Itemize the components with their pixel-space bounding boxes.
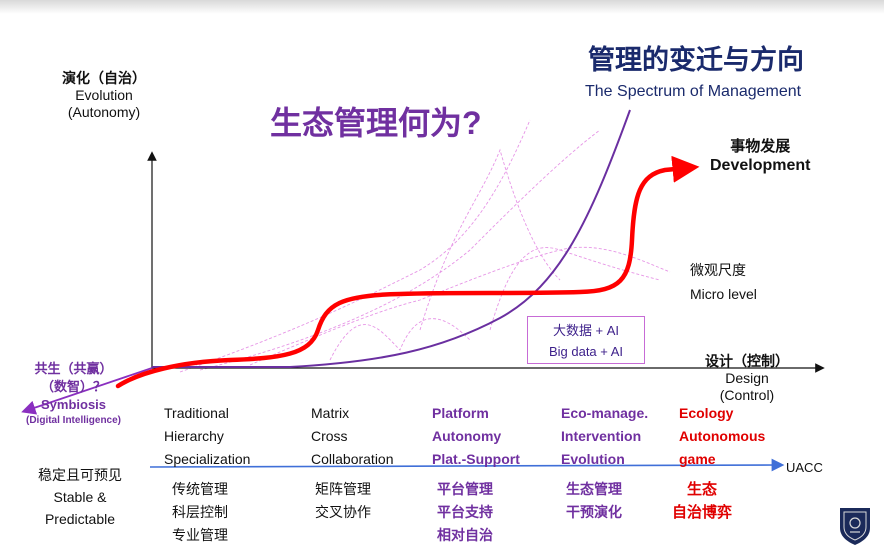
symbiosis-line1: 共生（共赢） <box>34 361 113 376</box>
stage-text: game <box>679 451 716 467</box>
stage-text: Matrix <box>311 405 350 421</box>
micro-level-label: 微观尺度 Micro level <box>690 258 757 306</box>
stage-text: Cross <box>311 428 348 444</box>
title-chinese: 管理的变迁与方向 <box>588 45 804 75</box>
y-axis-label-en2: (Autonomy) <box>67 103 141 120</box>
evolution-curve <box>152 109 631 368</box>
stage-text: Autonomous <box>679 428 766 444</box>
symbiosis-label: 共生（共赢） （数智）？ Symbiosis (Digital Intellig… <box>26 360 121 428</box>
development-curve <box>115 155 700 389</box>
stage-text: Collaboration <box>311 451 394 467</box>
micro-curve-2 <box>199 129 601 371</box>
stage-text: 专业管理 <box>172 527 228 543</box>
stage-text: 自治博弈 <box>672 504 733 521</box>
timeline-line <box>149 458 785 472</box>
development-label-en: Development <box>710 157 811 174</box>
big-data-en: Big data + AI <box>548 344 624 359</box>
stage-text: Evolution <box>561 451 625 467</box>
x-axis-label: 设计（控制） Design (Control) <box>705 353 789 403</box>
micro-level-en: Micro level <box>690 286 757 302</box>
stage-matrix-en: Matrix Cross Collaboration <box>311 402 394 471</box>
micro-level-cn: 微观尺度 <box>690 262 746 278</box>
development-label: 事物发展 Development <box>710 138 810 175</box>
stage-text: 相对自治 <box>437 527 493 543</box>
stage-text: Specialization <box>164 451 251 467</box>
y-axis-label-en1: Evolution <box>75 86 133 103</box>
big-data-box: 大数据 + AI Big data + AI <box>527 316 645 364</box>
stage-eco-cn: 生态管理 干预演化 <box>566 478 622 524</box>
stage-text: 科层控制 <box>172 504 228 520</box>
timeline-end-label: UACC <box>786 460 823 475</box>
symbiosis-line4: (Digital Intelligence) <box>26 415 122 426</box>
stage-platform-en: Platform Autonomy Plat.-Support <box>432 402 520 471</box>
stage-text: 传统管理 <box>172 481 228 497</box>
stage-text: 干预演化 <box>566 504 622 520</box>
stage-platform-cn: 平台管理 平台支持 相对自治 <box>437 478 493 547</box>
stage-matrix-cn: 矩阵管理 交叉协作 <box>315 478 371 524</box>
university-crest-icon <box>840 508 870 545</box>
stage-text: 平台管理 <box>437 481 493 497</box>
stage-traditional-cn: 传统管理 科层控制 专业管理 <box>172 478 228 547</box>
stage-text: 交叉协作 <box>315 504 371 520</box>
top-shadow <box>0 0 884 14</box>
stage-text: 矩阵管理 <box>315 481 371 497</box>
stage-text: Traditional <box>164 405 229 421</box>
stage-text: 生态 <box>687 481 718 498</box>
stage-eco-en: Eco-manage. Intervention Evolution <box>561 402 648 471</box>
symbiosis-line3: Symbiosis <box>40 397 107 412</box>
stage-text: 生态管理 <box>566 481 622 497</box>
symbiosis-line2: （数智）？ <box>41 379 107 394</box>
micro-curve-1 <box>179 119 531 373</box>
x-axis-label-en2: (Control) <box>719 386 775 403</box>
stable-en2: Predictable <box>44 511 116 527</box>
stage-traditional-en: Traditional Hierarchy Specialization <box>164 402 250 471</box>
y-axis-label: 演化（自治） Evolution (Autonomy) <box>62 70 146 120</box>
stage-ecology-en: Ecology Autonomous game <box>679 402 765 471</box>
title-english: The Spectrum of Management <box>585 83 802 100</box>
development-label-cn: 事物发展 <box>730 138 791 155</box>
stable-en1: Stable & <box>53 489 107 505</box>
question-heading: 生态管理何为? <box>270 105 482 141</box>
big-data-cn: 大数据 + AI <box>552 323 620 338</box>
micro-curve-4 <box>329 318 471 361</box>
stage-text: Ecology <box>679 405 734 421</box>
symbiosis-arrow <box>21 367 153 415</box>
stable-label: 稳定且可预见 Stable & Predictable <box>38 464 122 530</box>
stage-ecology-cn: 生态 自治博弈 <box>672 478 732 524</box>
x-axis-label-en1: Design <box>725 369 769 386</box>
stage-text: Hierarchy <box>164 428 224 444</box>
micro-curve-5 <box>419 148 561 331</box>
stage-text: 平台支持 <box>437 504 493 520</box>
x-axis-label-cn: 设计（控制） <box>705 353 789 369</box>
y-axis-label-cn: 演化（自治） <box>62 70 146 86</box>
stage-text: Autonomy <box>432 428 502 444</box>
stage-text: Intervention <box>561 428 642 444</box>
micro-curve-3 <box>249 246 671 366</box>
stage-text: Eco-manage. <box>561 405 649 421</box>
stage-text: Platform <box>432 405 489 421</box>
stage-text: Plat.-Support <box>432 451 520 467</box>
stable-cn: 稳定且可预见 <box>38 467 122 483</box>
